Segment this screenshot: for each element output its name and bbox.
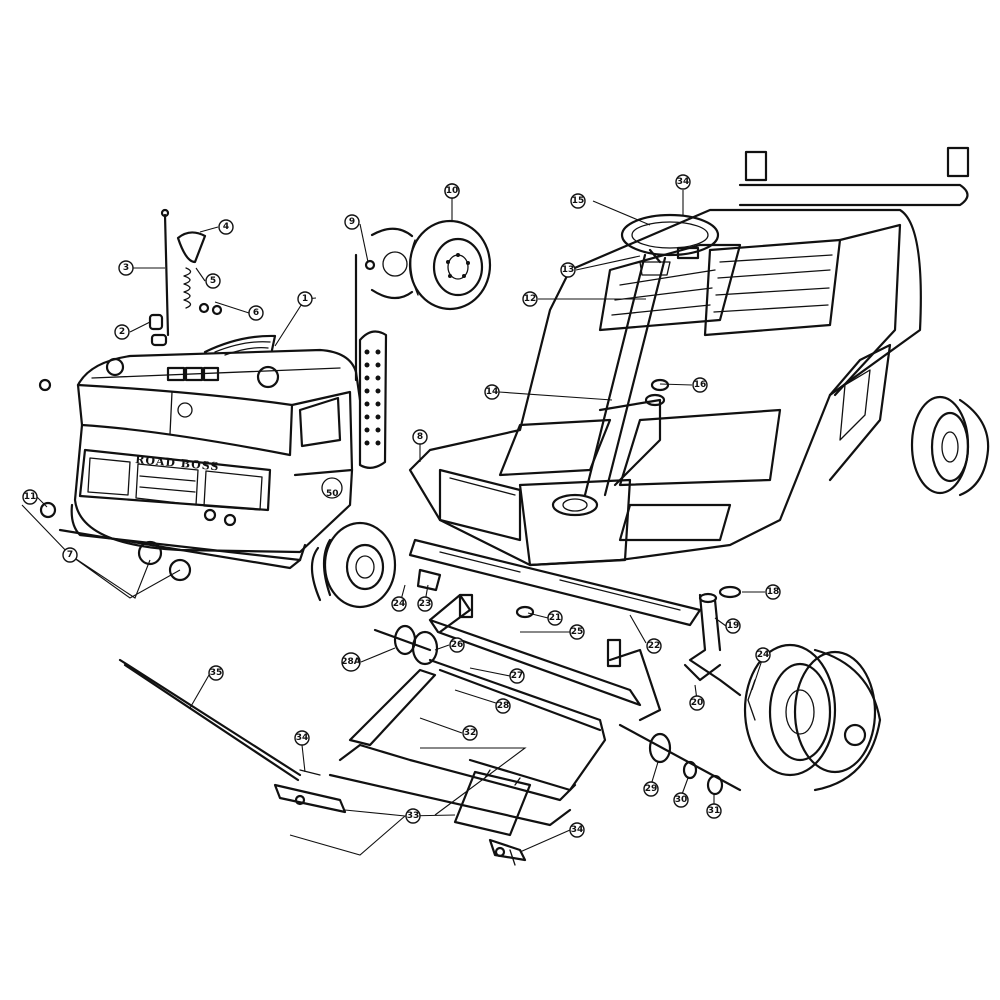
callout-34: 34 [675, 174, 691, 190]
callout-34: 34 [294, 730, 310, 746]
svg-text:16: 16 [694, 380, 707, 390]
callout-12: 12 [522, 291, 538, 307]
truck-cab: ROAD BOSS 50 [38, 253, 388, 582]
callout-32: 32 [462, 725, 478, 741]
front-wheel-left [310, 521, 397, 609]
callout-34: 34 [569, 822, 585, 838]
callout-1: 1 [297, 291, 313, 307]
svg-text:34: 34 [677, 177, 690, 187]
svg-text:3: 3 [123, 263, 129, 273]
svg-text:25: 25 [571, 627, 584, 637]
svg-text:34: 34 [296, 733, 309, 743]
svg-text:30: 30 [675, 795, 688, 805]
truck-body [408, 146, 970, 567]
svg-text:10: 10 [446, 186, 459, 196]
svg-text:18: 18 [767, 587, 780, 597]
callout-7: 7 [62, 547, 78, 563]
callout-8: 8 [412, 429, 428, 445]
callout-6: 6 [248, 305, 264, 321]
callout-16: 16 [692, 377, 708, 393]
callout-20: 20 [689, 695, 705, 711]
callout-31: 31 [706, 803, 722, 819]
callout-19: 19 [725, 618, 741, 634]
callout-9: 9 [344, 214, 360, 230]
svg-text:6: 6 [253, 308, 259, 318]
svg-text:13: 13 [562, 265, 575, 275]
svg-text:15: 15 [572, 196, 585, 206]
svg-text:29: 29 [645, 784, 658, 794]
callout-28: 28 [495, 698, 511, 714]
svg-text:32: 32 [464, 728, 477, 738]
svg-text:21: 21 [549, 613, 562, 623]
callouts: 1 2 3 4 5 6 7 8 9 10 11 12 13 14 15 16 1… [22, 174, 781, 838]
svg-text:5: 5 [210, 276, 216, 286]
callout-26: 26 [449, 637, 465, 653]
svg-text:7: 7 [67, 550, 73, 560]
callout-24: 24 [755, 647, 771, 663]
callout-27: 27 [509, 668, 525, 684]
svg-text:20: 20 [691, 698, 704, 708]
rear-wheel-right [743, 643, 882, 792]
cab-badge: 50 [326, 489, 339, 499]
svg-text:27: 27 [511, 671, 524, 681]
svg-text:14: 14 [486, 387, 499, 397]
cab-accessories [148, 208, 223, 347]
svg-text:34: 34 [571, 825, 584, 835]
svg-text:4: 4 [223, 222, 229, 232]
callout-28a: 28A [341, 652, 361, 672]
svg-text:33: 33 [407, 811, 420, 821]
spare-wheel [364, 219, 492, 311]
svg-text:12: 12 [524, 294, 537, 304]
svg-text:8: 8 [417, 432, 423, 442]
svg-text:1: 1 [302, 294, 308, 304]
svg-text:28A: 28A [341, 657, 361, 667]
svg-text:9: 9 [349, 217, 355, 227]
svg-text:28: 28 [497, 701, 510, 711]
callout-10: 10 [444, 183, 460, 199]
road-boss-stamp: ROAD BOSS [135, 453, 220, 473]
steering-assembly [583, 213, 720, 497]
svg-text:31: 31 [708, 806, 721, 816]
svg-text:11: 11 [24, 492, 37, 502]
svg-text:22: 22 [648, 641, 661, 651]
callout-35: 35 [208, 665, 224, 681]
svg-text:24: 24 [393, 599, 406, 609]
callout-25: 25 [569, 624, 585, 640]
svg-text:24: 24 [757, 650, 770, 660]
svg-text:2: 2 [119, 327, 125, 337]
svg-text:19: 19 [727, 621, 740, 631]
callout-24: 24 [391, 596, 407, 612]
callout-15: 15 [570, 193, 586, 209]
callout-2: 2 [114, 324, 130, 340]
callout-18: 18 [765, 584, 781, 600]
callout-13: 13 [560, 262, 576, 278]
callout-30: 30 [673, 792, 689, 808]
chassis [118, 538, 742, 866]
svg-text:23: 23 [419, 599, 432, 609]
callout-33: 33 [405, 808, 421, 824]
svg-text:35: 35 [210, 668, 223, 678]
side-wheel [910, 395, 990, 497]
callout-29: 29 [643, 781, 659, 797]
callout-3: 3 [118, 260, 134, 276]
svg-text:26: 26 [451, 640, 464, 650]
callout-22: 22 [646, 638, 662, 654]
callout-4: 4 [218, 219, 234, 235]
callout-5: 5 [205, 273, 221, 289]
callout-14: 14 [484, 384, 500, 400]
callout-23: 23 [417, 596, 433, 612]
callout-11: 11 [22, 489, 38, 505]
callout-21: 21 [547, 610, 563, 626]
